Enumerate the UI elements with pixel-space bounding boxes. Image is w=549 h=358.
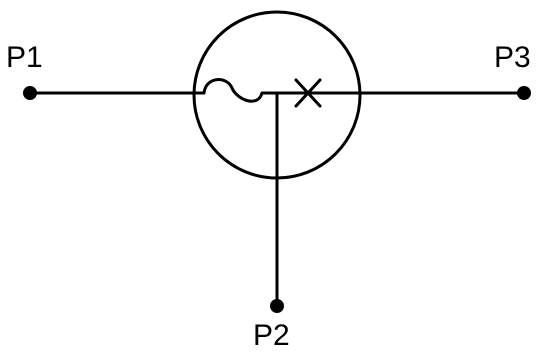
port-label-p3: P3: [494, 41, 531, 74]
terminal-dot-p3: [517, 86, 531, 100]
port-label-p2: P2: [253, 319, 290, 352]
cross-icon: [294, 78, 322, 108]
terminal-dot-p1: [23, 86, 37, 100]
port-label-p1: P1: [6, 41, 43, 74]
terminal-dot-p2: [270, 299, 284, 313]
fuse-icon: [194, 78, 272, 103]
